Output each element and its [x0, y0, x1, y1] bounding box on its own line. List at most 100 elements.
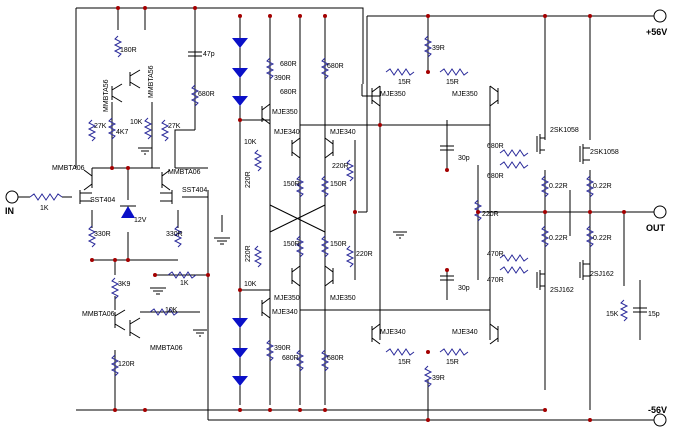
capacitor-47p [188, 51, 202, 57]
mosfet-2sj162-b [579, 260, 590, 280]
label-470r-b: 470R [487, 277, 504, 284]
transistor-mje350-bottom-right [324, 265, 334, 287]
label-390r-a: 390R [274, 75, 291, 82]
minus-56v-label: -56V [648, 405, 667, 415]
transistor-mmbta06-bottom-left [114, 309, 126, 331]
label-220r-b: 220R [332, 163, 349, 170]
resistor-15r-a [385, 68, 415, 76]
label-15r-b: 15R [446, 79, 459, 86]
label-150r-c: 150R [283, 241, 300, 248]
label-sst404-right: SST404 [182, 187, 207, 194]
transistor-mje340-top [291, 137, 301, 159]
output-terminal[interactable] [653, 205, 667, 219]
resistor-022r-a [540, 175, 550, 198]
resistor-680r-b [320, 57, 330, 80]
label-150r-b: 150R [330, 181, 347, 188]
label-mje350-bottom-left: MJE350 [274, 295, 300, 302]
label-4k7: 4K7 [116, 129, 129, 136]
resistor-470r-a [499, 254, 529, 262]
label-10k-d: 10K [244, 281, 257, 288]
capacitor-30p-b [440, 275, 454, 281]
resistor-39r-top [423, 35, 433, 58]
label-330r-left: 330R [94, 231, 111, 238]
label-mje340-driver-right: MJE340 [452, 329, 478, 336]
label-mje350-bottom-right: MJE350 [330, 295, 356, 302]
label-3k9: 3K9 [118, 281, 131, 288]
transistor-mje350-driver-right [489, 85, 499, 107]
label-10k-a: 10K [130, 119, 143, 126]
resistor-15k [619, 299, 629, 322]
label-1k-b: 1K [180, 280, 189, 287]
label-022r-d: 0.22R [593, 235, 612, 242]
label-2sj162-b: 2SJ162 [590, 271, 614, 278]
input-terminal[interactable] [5, 190, 19, 204]
resistor-680r-gate-b [499, 161, 529, 169]
label-mje340-driver-left: MJE340 [380, 329, 406, 336]
minus-56v-terminal[interactable] [653, 413, 667, 427]
resistor-220r-d [345, 245, 355, 268]
label-27k-left: 27K [94, 123, 107, 130]
resistor-022r-c [540, 225, 550, 248]
label-2sk1058-b: 2SK1058 [590, 149, 619, 156]
label-10k-c: 10K [165, 307, 178, 314]
transistor-mje350-driver-left [371, 85, 381, 107]
resistor-10k-c [149, 308, 179, 316]
resistor-220r-a [253, 149, 263, 172]
resistor-3k9 [110, 277, 120, 300]
label-022r-c: 0.22R [549, 235, 568, 242]
label-mmbta56-b: MMBTA56 [148, 65, 155, 98]
label-mje350-driver-left: MJE350 [380, 91, 406, 98]
transistor-mmbta56-b [129, 69, 141, 89]
label-27k-right: 27K [168, 123, 181, 130]
resistor-15r-b [439, 68, 469, 76]
label-220r-c: 220R [245, 245, 252, 262]
label-12v: 12V [134, 217, 147, 224]
plus-56v-terminal[interactable] [653, 9, 667, 23]
label-680r-b: 680R [327, 63, 344, 70]
resistor-680r-e [320, 349, 330, 372]
label-022r-b: 0.22R [593, 183, 612, 190]
transistor-mmbta56-a [111, 83, 123, 103]
ground-symbol-d [214, 237, 230, 245]
input-label: IN [5, 206, 14, 216]
label-mmbta06-left: MMBTA06 [52, 165, 85, 172]
resistor-180r [113, 35, 123, 58]
transistor-mje350-top [261, 103, 271, 125]
label-680r-feedback: 680R [198, 91, 215, 98]
label-680r-a: 680R [280, 61, 297, 68]
label-220r-a: 220R [245, 171, 252, 188]
label-15r-a: 15R [398, 79, 411, 86]
label-mje340-top: MJE340 [274, 129, 300, 136]
label-mmbta56-a: MMBTA56 [103, 79, 110, 112]
label-15p: 15p [648, 311, 660, 318]
transistor-mmbta06-right [161, 169, 171, 191]
capacitor-30p-a [440, 145, 454, 151]
resistor-330r-left [87, 225, 97, 248]
label-220r-d: 220R [356, 251, 373, 258]
label-39r-bottom: 39R [432, 375, 445, 382]
resistor-120r [110, 354, 120, 377]
resistor-27k-right [160, 119, 170, 142]
resistor-220r-c [253, 245, 263, 268]
mosfet-2sj162-a [536, 270, 545, 290]
label-mje340-top2: MJE340 [330, 129, 356, 136]
label-2sk1058-a: 2SK1058 [550, 127, 579, 134]
label-15r-c: 15R [398, 359, 411, 366]
label-30p-b: 30p [458, 285, 470, 292]
label-1k-input: 1K [40, 205, 49, 212]
ground-symbol-e [393, 231, 407, 239]
label-39r-top: 39R [432, 45, 445, 52]
label-30p-a: 30p [458, 155, 470, 162]
resistor-680r-d [295, 349, 305, 372]
label-15r-d: 15R [446, 359, 459, 366]
diode-stack-bottom [232, 318, 248, 386]
resistor-220r-b [345, 159, 355, 182]
label-mmbta06-right: MMBTA06 [168, 169, 201, 176]
transistor-mje350-bottom-left [291, 265, 301, 287]
ground-symbol-b [150, 287, 166, 295]
junction-dots [90, 6, 626, 422]
mosfet-2sk1058-b [579, 144, 590, 164]
resistor-470r-b [499, 266, 529, 274]
resistor-1k-b [167, 271, 197, 279]
